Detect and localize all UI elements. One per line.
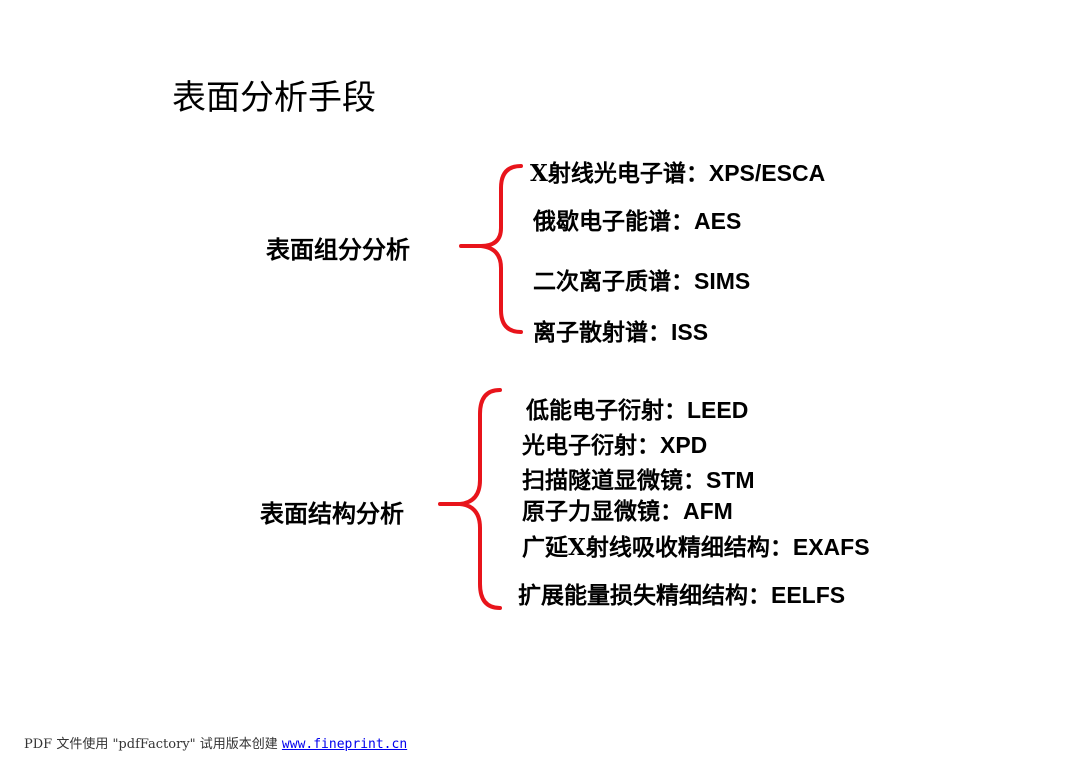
brace-structure [438, 388, 502, 610]
footer-watermark: PDF 文件使用 "pdfFactory" 试用版本创建 www.finepri… [24, 733, 407, 752]
list-item: 原子力显微镜：AFM [522, 498, 733, 525]
list-item: 二次离子质谱：SIMS [533, 268, 751, 295]
list-item: 光电子衍射：XPD [522, 432, 708, 459]
brace-path [459, 164, 523, 334]
list-item: 扫描隧道显微镜：STM [522, 467, 755, 494]
list-item: 低能电子衍射：LEED [526, 397, 749, 424]
brace-path [438, 388, 502, 610]
list-item: 扩展能量损失精细结构：EELFS [518, 582, 846, 609]
group-label-composition: 表面组分分析 [266, 235, 410, 264]
footer-text: PDF 文件使用 "pdfFactory" 试用版本创建 [24, 737, 282, 752]
list-item: 广延X射线吸收精细结构：EXAFS [522, 534, 870, 561]
brace-composition [459, 164, 523, 334]
page-title: 表面分析手段 [172, 78, 376, 118]
list-item: X射线光电子谱：XPS/ESCA [530, 160, 826, 187]
list-item: 俄歇电子能谱：AES [533, 208, 742, 235]
footer-link[interactable]: www.fineprint.cn [281, 737, 408, 752]
list-item: 离子散射谱：ISS [533, 319, 709, 346]
group-label-structure: 表面结构分析 [260, 499, 404, 528]
